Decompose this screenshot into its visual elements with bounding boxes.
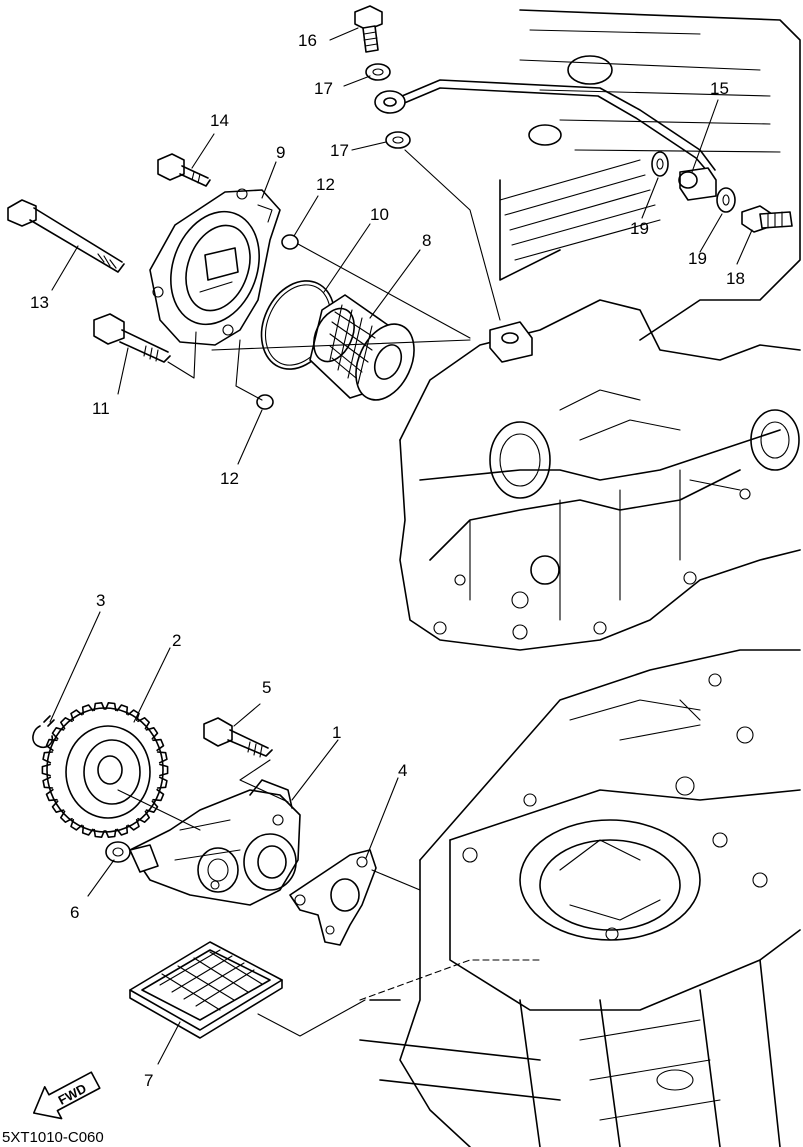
gear-tooth: [60, 717, 73, 730]
gear-tooth: [137, 810, 150, 823]
gear-tooth: [51, 800, 65, 813]
callout-4: 4: [398, 761, 407, 780]
union-bolt-rear: [741, 205, 793, 233]
callout-14: 14: [210, 111, 229, 130]
callout-12-lower: 12: [220, 469, 239, 488]
circlip: [32, 715, 55, 749]
oil-strainer: [129, 941, 283, 1039]
gear-tooth: [93, 828, 105, 838]
callout-7: 7: [144, 1071, 153, 1090]
crankcase-upper: [399, 9, 801, 651]
gear-tooth: [81, 825, 94, 836]
callout-10: 10: [370, 205, 389, 224]
fwd-arrow-icon: FWD: [32, 1071, 101, 1120]
copper-washer-top: [365, 63, 391, 81]
gear-tooth: [93, 702, 105, 712]
gear-tooth: [159, 763, 169, 777]
callout-9: 9: [276, 143, 285, 162]
pump-bolt: [203, 717, 273, 758]
cover-bolt-upper: [157, 153, 211, 187]
callout-17-lower: 17: [330, 141, 349, 160]
gear-tooth: [41, 763, 51, 777]
o-ring-lower: [256, 394, 274, 410]
callout-19-left: 19: [630, 219, 649, 238]
gear-tooth: [152, 788, 165, 802]
oil-filter-element: [309, 294, 415, 401]
gear-tooth: [70, 819, 83, 831]
gear-tooth: [51, 727, 65, 740]
oil-pump-drive-gear: [41, 702, 169, 838]
callout-11: 11: [92, 399, 110, 418]
gear-tooth: [105, 702, 117, 712]
callout-1: 1: [332, 723, 341, 742]
collar: [105, 841, 131, 863]
gasket-washer-b: [716, 187, 736, 213]
gear-tooth: [137, 717, 150, 730]
callout-12-upper: 12: [316, 175, 335, 194]
callout-16: 16: [298, 31, 317, 50]
callout-8: 8: [422, 231, 431, 250]
gear-tooth: [116, 825, 129, 836]
callout-15: 15: [710, 79, 729, 98]
cover-bolt-lower: [93, 313, 171, 363]
gear-tooth: [156, 776, 168, 789]
gear-tooth: [70, 709, 83, 721]
oil-filter-cover: [149, 188, 281, 346]
gear-tooth: [127, 819, 140, 831]
gear-tooth: [116, 704, 129, 715]
callout-19-right: 19: [688, 249, 707, 268]
gear-tooth: [60, 810, 73, 823]
callout-2: 2: [172, 631, 181, 650]
gear-tooth: [81, 704, 94, 715]
gear-tooth: [42, 776, 54, 789]
callout-leaders: [49, 27, 753, 1065]
callout-17-upper: 17: [314, 79, 333, 98]
drawing-code: 5XT1010-C060: [2, 1129, 104, 1146]
callout-13: 13: [30, 293, 49, 312]
gear-tooth: [156, 751, 168, 764]
callout-18: 18: [726, 269, 745, 288]
gear-tooth: [42, 751, 54, 764]
gasket-washer-a: [651, 151, 669, 177]
oil-delivery-pipe: [374, 79, 717, 201]
oil-pump-assembly: [129, 779, 301, 906]
crankcase-lower: [359, 649, 801, 1147]
gear-tooth: [45, 788, 58, 802]
callout-3: 3: [96, 591, 105, 610]
union-bolt: [354, 5, 383, 53]
copper-washer-bottom: [385, 131, 411, 149]
gear-tooth: [127, 709, 140, 721]
gear-tooth: [152, 738, 165, 752]
fwd-label: FWD: [56, 1081, 89, 1108]
gear-tooth: [105, 828, 117, 838]
o-ring-upper: [281, 234, 299, 250]
gear-tooth: [145, 727, 159, 740]
callout-6: 6: [70, 903, 79, 922]
pump-gasket-plate: [289, 849, 377, 946]
gear-tooth: [145, 800, 159, 813]
long-bolt: [7, 199, 125, 273]
callout-5: 5: [262, 678, 271, 697]
